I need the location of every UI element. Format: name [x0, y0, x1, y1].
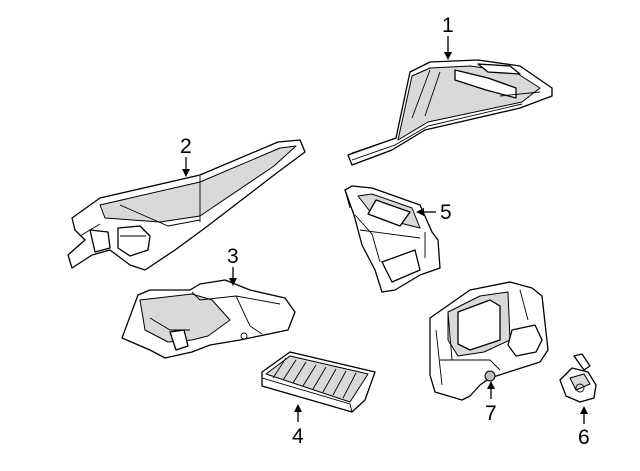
part-4-cabin-filter [261, 351, 376, 413]
part-1-upper-duct [347, 59, 553, 166]
callout-3-label: 3 [227, 245, 239, 268]
part-7-housing [429, 281, 549, 401]
callout-5-label: 5 [440, 201, 452, 224]
callout-2: 2 [180, 135, 192, 177]
callout-1-arrowhead [444, 52, 452, 60]
callout-3: 3 [227, 245, 239, 286]
callout-6-arrowhead [580, 406, 588, 414]
callout-2-label: 2 [180, 135, 192, 158]
callout-1: 1 [442, 14, 454, 60]
callout-6: 6 [578, 406, 590, 449]
part-6-actuator [559, 353, 597, 403]
callout-1-label: 1 [442, 14, 454, 37]
callout-5: 5 [416, 201, 452, 224]
callout-4-arrowhead [294, 404, 302, 412]
callout-7-label: 7 [485, 402, 497, 425]
filter-pleats [272, 357, 357, 399]
callout-3-arrowhead [229, 278, 237, 286]
callout-2-arrowhead [182, 169, 190, 177]
part-5-blower-duct [344, 185, 441, 293]
callout-7: 7 [485, 381, 497, 425]
callout-4-label: 4 [292, 425, 304, 448]
callout-4: 4 [292, 404, 304, 448]
callout-5-arrowhead [416, 208, 424, 216]
callout-6-label: 6 [578, 426, 590, 449]
callout-7-arrowhead [487, 381, 495, 389]
part-2-side-duct [67, 139, 306, 271]
part-3-lower-duct [121, 279, 296, 359]
